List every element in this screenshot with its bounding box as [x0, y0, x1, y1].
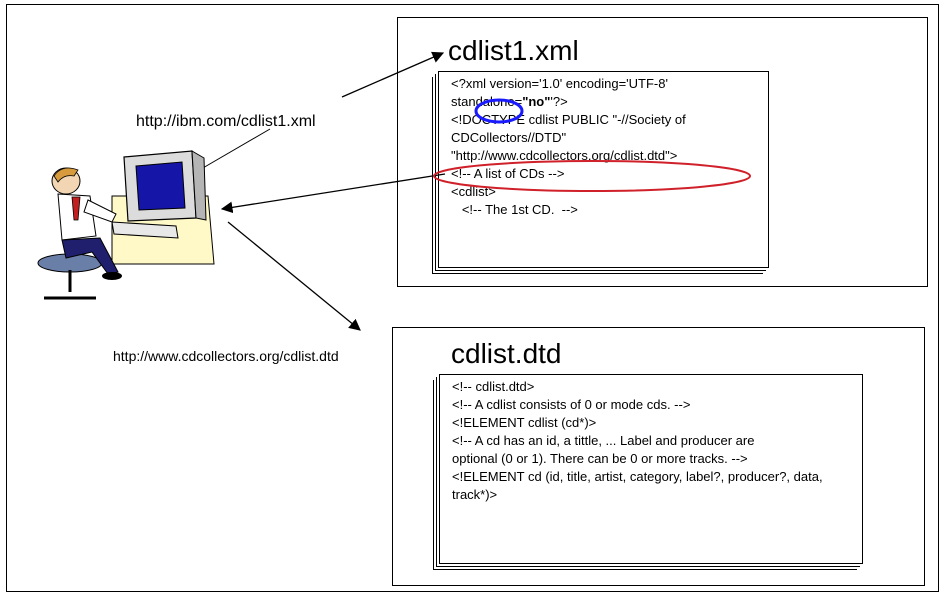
monitor: [123, 150, 207, 222]
dtd-line-3: <!ELEMENT cdlist (cd*)>: [452, 415, 597, 430]
xml-line-doctype: <!DOCTYPE cdlist PUBLIC "-//Society of: [451, 112, 686, 127]
xml-document-panel: cdlist1.xml <?xml version='1.0' encoding…: [397, 17, 928, 287]
xml-line-declaration: <?xml version='1.0' encoding='UTF-8': [451, 76, 668, 91]
xml-url-connector: [195, 128, 271, 173]
dtd-document-content: <!-- cdlist.dtd> <!-- A cdlist consists …: [439, 374, 863, 564]
standalone-highlight: [474, 98, 524, 124]
xml-url-label: http://ibm.com/cdlist1.xml: [136, 113, 316, 130]
dtd-line-1: <!-- cdlist.dtd>: [452, 379, 535, 394]
keyboard: [111, 221, 179, 239]
dtd-line-6: <!ELEMENT cd (id, title, artist, categor…: [452, 469, 823, 502]
dtd-url-highlight: [433, 160, 751, 192]
xml-declaration-end: '?>: [550, 94, 568, 109]
dtd-line-5: optional (0 or 1). There can be 0 or mor…: [452, 451, 748, 466]
user-workstation-illustration: [37, 150, 215, 300]
dtd-url-label: http://www.cdcollectors.org/cdlist.dtd: [113, 348, 339, 364]
xml-document-content: <?xml version='1.0' encoding='UTF-8' sta…: [438, 71, 769, 268]
person: [51, 167, 122, 280]
xml-line-dtd-url: "http://www.cdcollectors.org/cdlist.dtd"…: [451, 148, 678, 163]
chair: [37, 253, 103, 300]
xml-line-cd-comment: <!-- The 1st CD. -->: [451, 202, 578, 217]
xml-panel-title: cdlist1.xml: [448, 35, 579, 66]
dtd-panel-title: cdlist.dtd: [451, 338, 562, 369]
dtd-reference-arrow: [220, 173, 446, 214]
request-xml-arrow: [341, 51, 445, 98]
dtd-line-2: <!-- A cdlist consists of 0 or mode cds.…: [452, 397, 691, 412]
dtd-document-panel: cdlist.dtd <!-- cdlist.dtd> <!-- A cdlis…: [392, 327, 925, 586]
diagram-frame: [6, 4, 939, 592]
fetch-dtd-arrow: [227, 221, 361, 331]
xml-standalone-value: "no": [522, 94, 551, 109]
xml-line-doctype-id: CDCollectors//DTD": [451, 130, 567, 145]
dtd-line-4: <!-- A cd has an id, a tittle, ... Label…: [452, 433, 755, 448]
xml-line-comment: <!-- A list of CDs -->: [451, 166, 565, 181]
